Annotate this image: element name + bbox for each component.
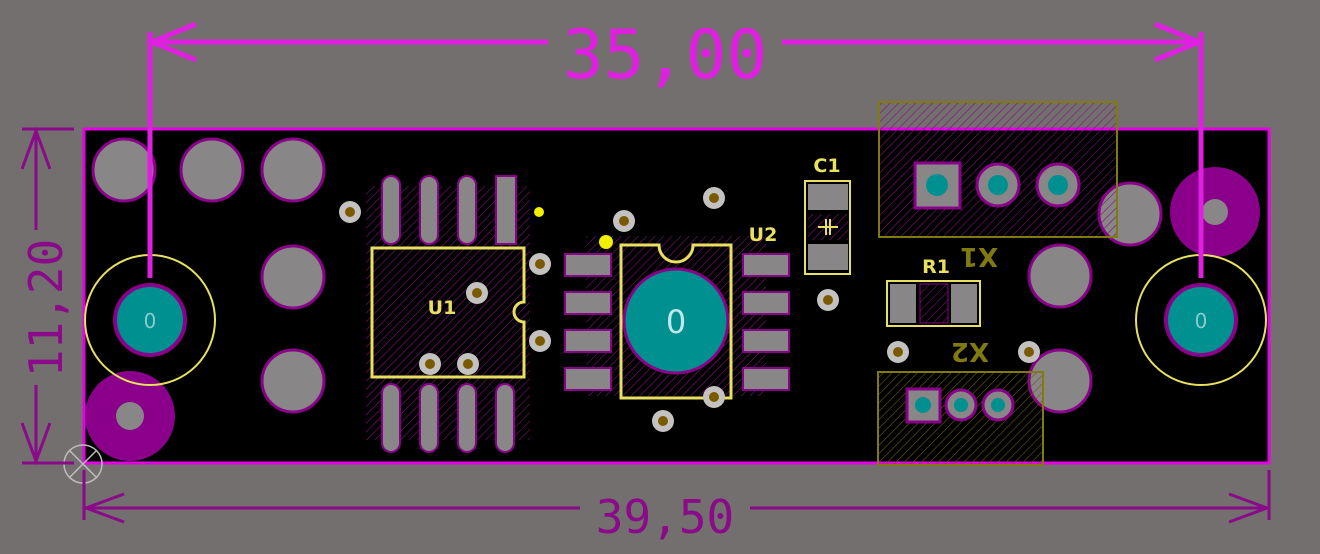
via[interactable] bbox=[466, 282, 488, 304]
via[interactable] bbox=[339, 201, 361, 223]
via[interactable] bbox=[652, 410, 674, 432]
via-group bbox=[339, 187, 1040, 432]
pad[interactable] bbox=[260, 137, 326, 203]
dimension-bottom[interactable]: 39,50 bbox=[81, 470, 1272, 544]
via[interactable] bbox=[817, 289, 839, 311]
u1-designator: U1 bbox=[428, 297, 457, 319]
component-x1[interactable]: X1 bbox=[878, 101, 1118, 271]
via[interactable] bbox=[457, 353, 479, 375]
u2-designator: U2 bbox=[749, 224, 778, 246]
component-u2[interactable]: 0 U2 bbox=[564, 224, 790, 400]
pad[interactable] bbox=[1027, 243, 1093, 309]
large-via-right[interactable] bbox=[1170, 167, 1260, 257]
dimension-top[interactable]: 35,00 bbox=[145, 16, 1206, 278]
via[interactable] bbox=[529, 330, 551, 352]
component-u1[interactable]: U1 bbox=[366, 175, 544, 453]
x1-designator: X1 bbox=[960, 241, 998, 271]
via[interactable] bbox=[613, 210, 635, 232]
dimension-left-value: 11,20 bbox=[19, 239, 73, 377]
mount-hole-left-label: 0 bbox=[144, 309, 157, 333]
via[interactable] bbox=[703, 187, 725, 209]
u2-thermal-pad-label: 0 bbox=[666, 303, 686, 341]
pad[interactable] bbox=[91, 137, 157, 203]
via[interactable] bbox=[1018, 341, 1040, 363]
via[interactable] bbox=[703, 386, 725, 408]
dimension-left[interactable]: 11,20 bbox=[19, 126, 74, 466]
component-x2[interactable]: X2 bbox=[877, 336, 1044, 466]
component-c1[interactable]: C1 bbox=[804, 155, 851, 275]
large-via-left[interactable] bbox=[85, 371, 175, 461]
u2-silkscreen-outline bbox=[619, 243, 733, 400]
via[interactable] bbox=[419, 353, 441, 375]
component-r1[interactable]: R1 bbox=[886, 256, 981, 327]
x2-designator: X2 bbox=[951, 336, 989, 366]
pin1-marker bbox=[599, 235, 613, 249]
pad[interactable] bbox=[260, 244, 326, 310]
pin1-marker bbox=[534, 207, 544, 217]
u2-thermal-pad[interactable] bbox=[622, 267, 730, 375]
dimension-top-value: 35,00 bbox=[563, 16, 768, 95]
r1-designator: R1 bbox=[922, 256, 950, 278]
dimension-bottom-value: 39,50 bbox=[596, 490, 734, 544]
via[interactable] bbox=[887, 341, 909, 363]
c1-designator: C1 bbox=[813, 155, 840, 177]
pad[interactable] bbox=[260, 348, 326, 414]
mount-hole-right-label: 0 bbox=[1195, 309, 1208, 333]
via[interactable] bbox=[529, 253, 551, 275]
u1-silkscreen-outline bbox=[370, 246, 526, 379]
mount-hole-left[interactable]: 0 bbox=[84, 254, 216, 386]
left-pad-group bbox=[91, 137, 326, 414]
pad[interactable] bbox=[179, 137, 245, 203]
